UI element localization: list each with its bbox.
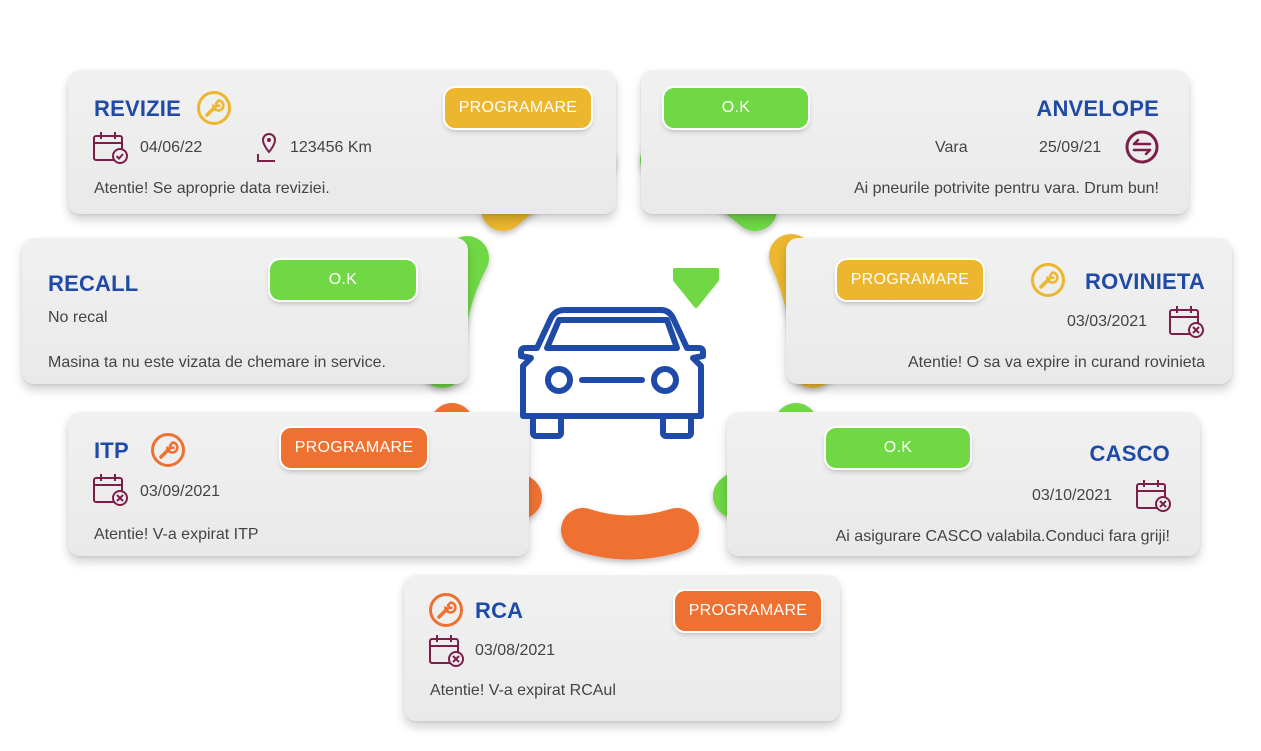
rovinieta-card: PROGRAMARE ROVINIETA 03/03/2021 Atentie!… — [786, 238, 1232, 384]
wrench-icon — [151, 433, 185, 467]
rovinieta-date: 03/03/2021 — [1067, 313, 1148, 330]
rca-message: Atentie! V-a expirat RCAul — [430, 682, 616, 699]
revizie-card: REVIZIE PROGRAMARE 04/06/22 123456 Km At… — [68, 70, 616, 214]
anvelope-date: 25/09/21 — [1039, 139, 1102, 156]
wrench-icon — [429, 593, 463, 627]
anvelope-title: ANVELOPE — [1036, 96, 1159, 121]
wrench-icon — [1031, 263, 1065, 297]
recall-title: RECALL — [48, 271, 139, 296]
rca-date: 03/08/2021 — [475, 642, 556, 659]
rovinieta-title: ROVINIETA — [1085, 269, 1205, 294]
revizie-date: 04/06/22 — [140, 139, 203, 156]
rca-programare-button[interactable]: PROGRAMARE — [675, 591, 821, 631]
anvelope-ok-button[interactable]: O.K — [664, 88, 808, 128]
anvelope-message: Ai pneurile potrivite pentru vara. Drum … — [853, 180, 1159, 197]
wrench-icon — [197, 91, 231, 125]
rovinieta-message: Atentie! O sa va expire in curand rovini… — [907, 354, 1205, 371]
rca-card: RCA PROGRAMARE 03/08/2021 Atentie! V-a e… — [404, 575, 840, 721]
itp-title: ITP — [94, 438, 129, 463]
casco-ok-button[interactable]: O.K — [826, 428, 970, 468]
anvelope-card: O.K ANVELOPE Vara 25/09/21 Ai pneurile p… — [641, 70, 1189, 214]
itp-message: Atentie! V-a expirat ITP — [94, 526, 259, 543]
calendar-x-icon — [1169, 306, 1204, 338]
casco-title: CASCO — [1089, 441, 1170, 466]
casco-date: 03/10/2021 — [1032, 487, 1113, 504]
revizie-message: Atentie! Se aproprie data reviziei. — [94, 180, 330, 197]
recall-message: Masina ta nu este vizata de chemare in s… — [48, 354, 386, 371]
itp-programare-button[interactable]: PROGRAMARE — [281, 428, 427, 468]
revizie-programare-button[interactable]: PROGRAMARE — [445, 88, 591, 128]
revizie-km: 123456 Km — [290, 139, 372, 156]
anvelope-season: Vara — [935, 139, 968, 156]
casco-message: Ai asigurare CASCO valabila.Conduci fara… — [835, 528, 1170, 545]
location-pin-icon — [257, 132, 277, 162]
swap-arrows-icon — [1125, 130, 1159, 164]
recall-status: No recal — [48, 309, 108, 326]
rca-status-arc — [561, 508, 699, 560]
calendar-x-icon — [429, 635, 464, 667]
calendar-x-icon — [93, 474, 128, 506]
casco-card: O.K CASCO 03/10/2021 Ai asigurare CASCO … — [727, 412, 1200, 556]
heart-marker-icon — [673, 268, 719, 308]
itp-card: ITP PROGRAMARE 03/09/2021 Atentie! V-a e… — [68, 412, 529, 556]
recall-ok-button[interactable]: O.K — [270, 260, 416, 300]
rca-title: RCA — [475, 598, 524, 623]
itp-date: 03/09/2021 — [140, 483, 221, 500]
car-icon — [518, 307, 706, 439]
rovinieta-programare-button[interactable]: PROGRAMARE — [837, 260, 983, 300]
calendar-x-icon — [1136, 480, 1171, 512]
revizie-title: REVIZIE — [94, 96, 181, 121]
recall-card: RECALL O.K No recal Masina ta nu este vi… — [22, 238, 468, 384]
calendar-check-icon — [93, 132, 128, 164]
